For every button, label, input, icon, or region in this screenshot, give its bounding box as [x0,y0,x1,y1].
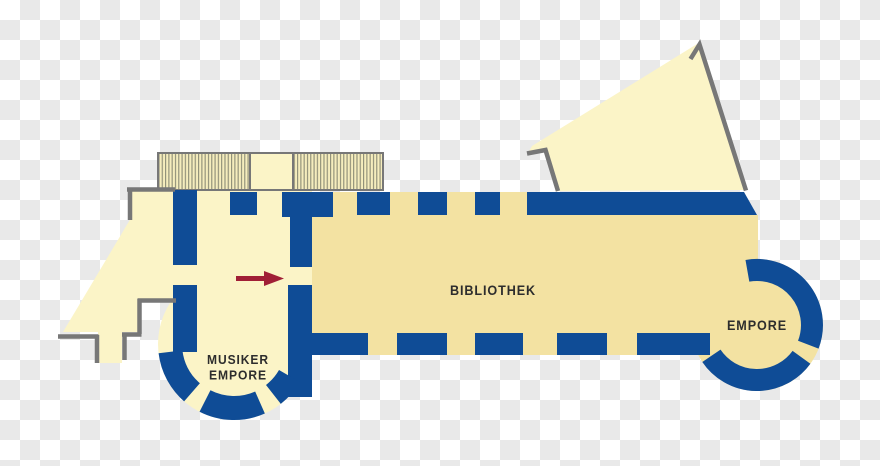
wall-corridor-east-lower [288,285,312,397]
angled-annex-room [528,44,745,191]
wall-segment-north-3 [418,192,447,215]
wall-segment-south-1 [312,333,368,355]
wall-segment-north-2 [357,192,390,215]
wall-corridor-west-upper [173,190,197,265]
wall-segment-south-4 [557,333,607,355]
angled-annex-outline-right [688,39,749,192]
stairs-hatch-right [292,152,384,191]
wall-segment-south-2 [397,333,447,355]
wall-segment-north-long [527,192,757,215]
label-bibliothek: BIBLIOTHEK [450,282,536,298]
wall-corridor-west-lower [173,285,197,352]
library-hall-floor [312,192,758,355]
wall-segment-north-4 [475,192,500,215]
wall-apse-ring-upper [745,259,823,349]
wall-pier-tee [282,192,333,267]
stairs-landing-middle [249,152,294,191]
wall-bay-ring-south [199,390,265,420]
entrance-arrow-icon [236,271,284,286]
west-annex-room [63,190,174,332]
wall-segment-north-1 [230,192,257,215]
wall-apse-ring-lower [702,349,811,391]
label-musiker-empore-line2: EMPORE [209,368,267,383]
wall-segment-south-5 [637,333,710,355]
wall-segment-south-3 [475,333,523,355]
wall-bay-ring-east [265,369,300,404]
wall-bay-ring-west [158,349,201,402]
label-musiker-empore-line1: MUSIKER [207,352,269,367]
west-annex-step-tab [98,332,122,363]
stairs-hatch-left [157,152,251,191]
angled-annex-outline-left-step [526,147,561,192]
label-empore: EMPORE [727,317,787,333]
